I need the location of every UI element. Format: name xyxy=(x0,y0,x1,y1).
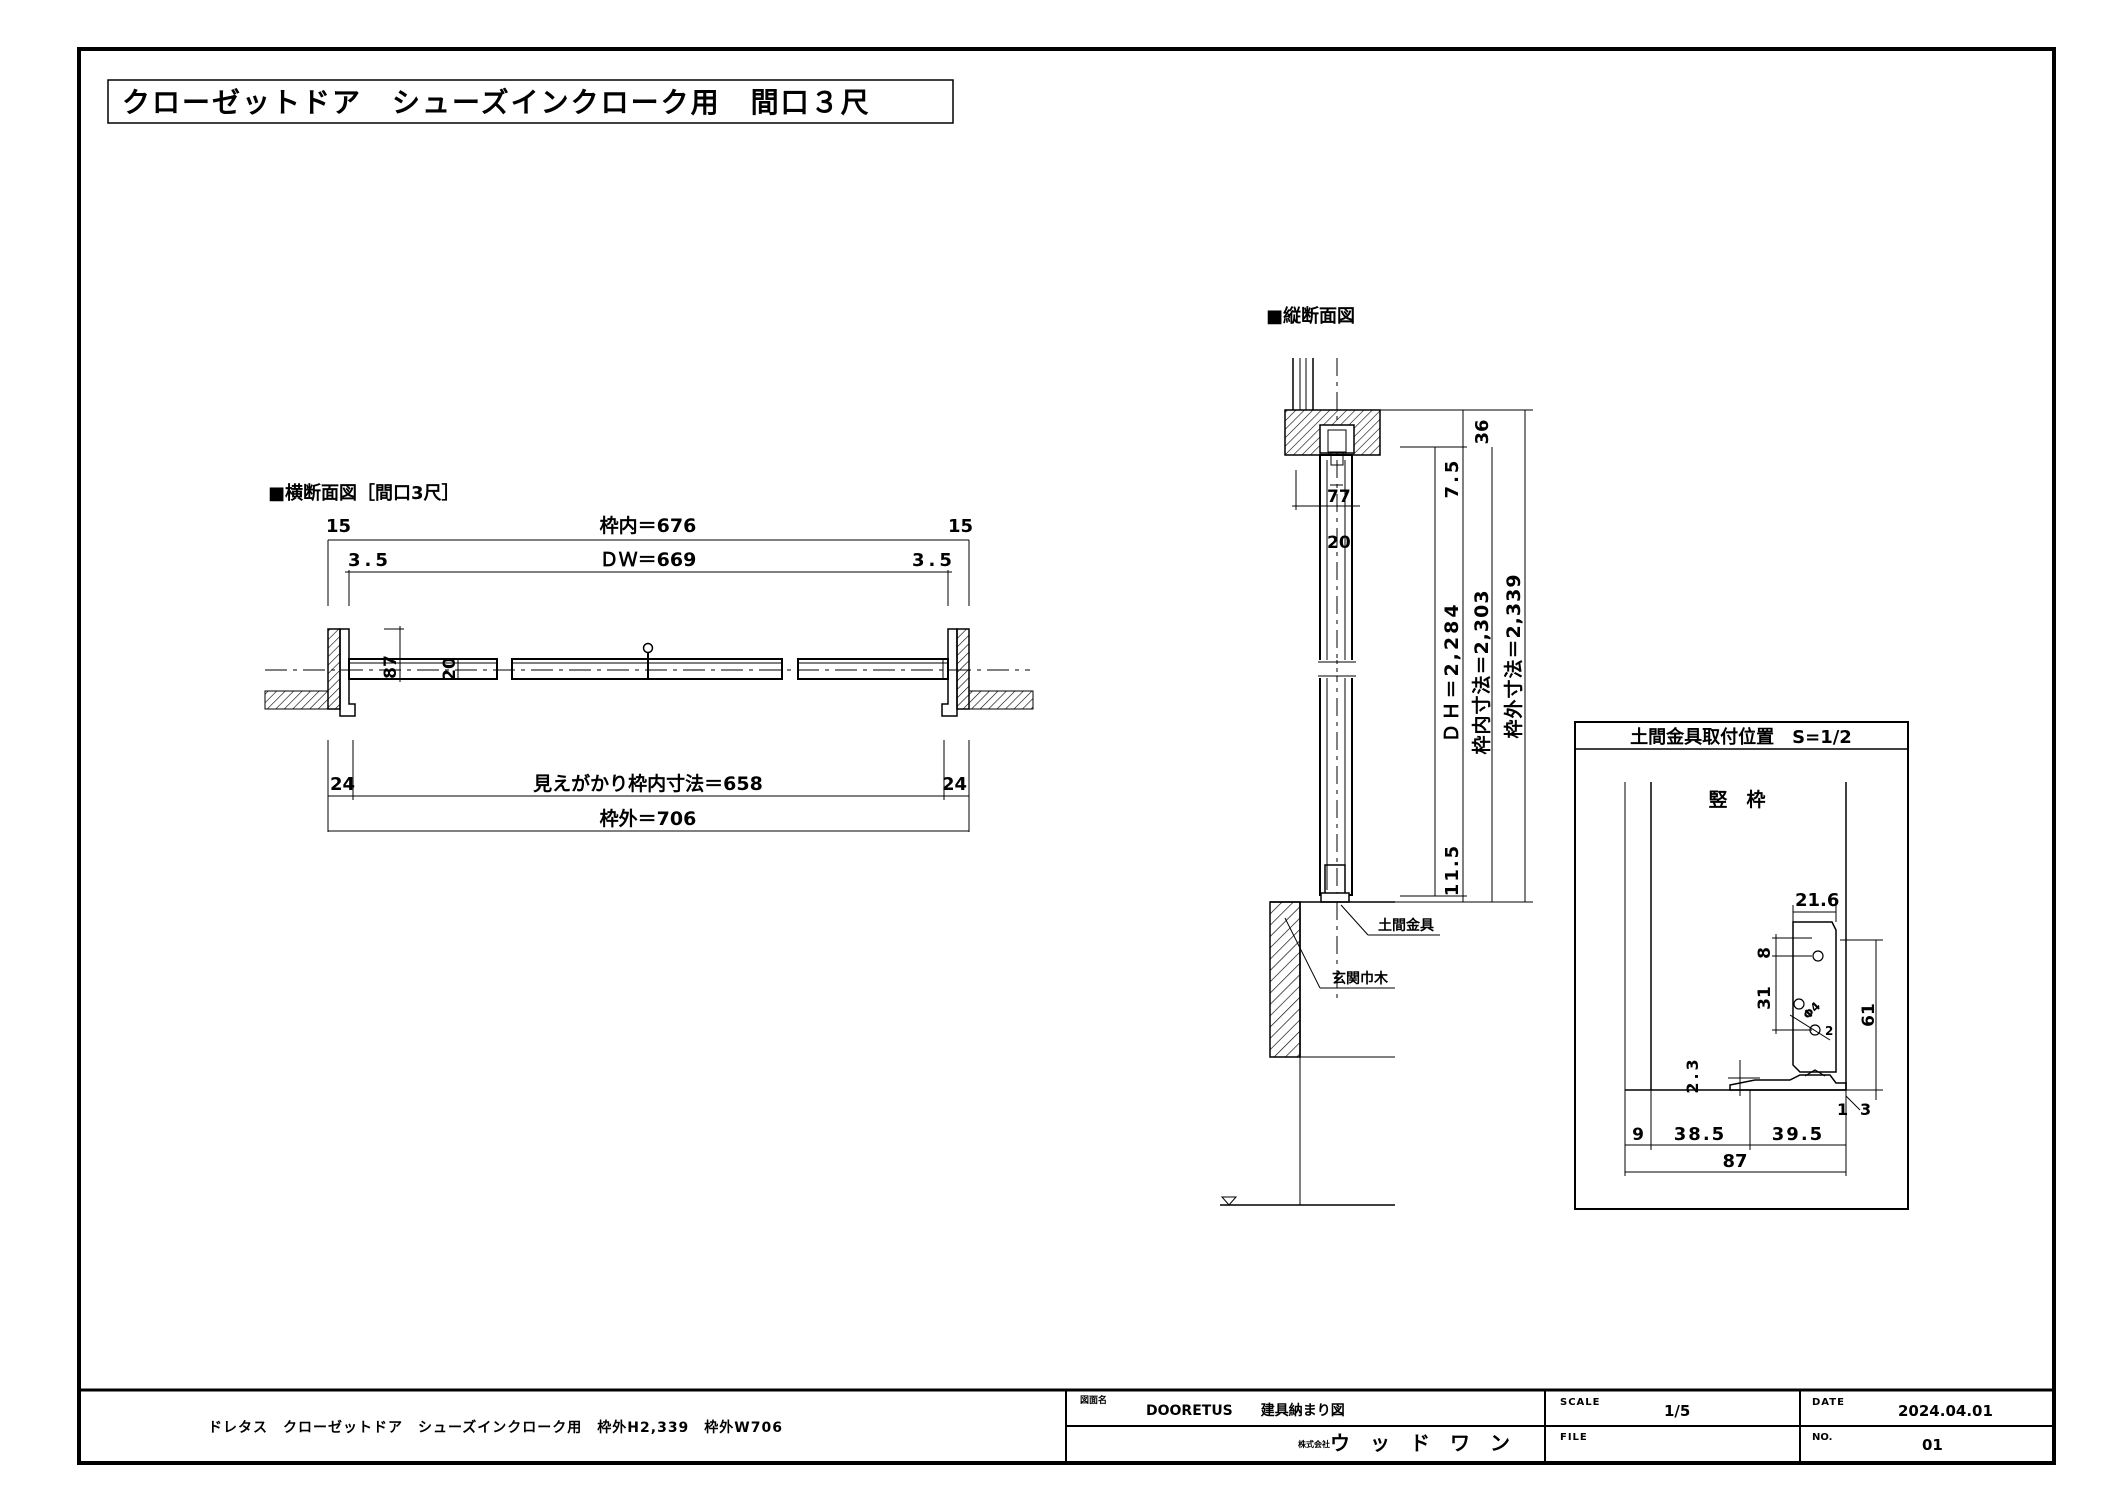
footer-title-block: ドレタス クローゼットドア シューズインクローク用 枠外H2,339 枠外W70… xyxy=(79,1388,2054,1463)
horizontal-section: ■横断面図［間口3尺］ 15 15 枠内＝676 3.5 3.5 ＤＷ＝669 … xyxy=(264,482,1034,832)
detail-dim-2: 2 xyxy=(1825,1024,1833,1038)
file-label: FILE xyxy=(1560,1432,1588,1443)
scale-value: 1/5 xyxy=(1664,1402,1690,1420)
dim-inner: 枠内寸法＝2,303 xyxy=(1470,589,1493,754)
dim-left-15: 15 xyxy=(326,516,351,537)
detail-jamb-label: 竪 枠 xyxy=(1708,788,1765,811)
dim-20: 20 xyxy=(440,657,460,681)
no-value: 01 xyxy=(1922,1436,1943,1454)
dim-dh: ＤＨ＝2,284 xyxy=(1441,601,1463,742)
dim-visible-inner: 見えがかり枠内寸法＝658 xyxy=(533,772,763,795)
detail-dim-87: 87 xyxy=(1722,1151,1747,1172)
detail-dim-38-5: 38.5 xyxy=(1674,1124,1726,1145)
page-title: クローゼットドア シューズインクローク用 間口３尺 xyxy=(122,86,871,119)
drawing-name-label: 図面名 xyxy=(1080,1394,1107,1406)
dim-77: 77 xyxy=(1327,487,1351,507)
dim-right-24: 24 xyxy=(942,774,967,795)
dim-frame-outer: 枠外＝706 xyxy=(600,807,697,830)
scale-label: SCALE xyxy=(1560,1397,1600,1408)
dim-outer: 枠外寸法＝2,339 xyxy=(1502,573,1525,738)
no-label: NO. xyxy=(1812,1432,1832,1443)
title-box xyxy=(107,79,954,124)
detail-dim-1: 1 xyxy=(1837,1100,1848,1119)
dim-87: 87 xyxy=(381,655,401,679)
horizontal-section-label: ■横断面図［間口3尺］ xyxy=(268,482,460,504)
dim-frame-inner: 枠内＝676 xyxy=(600,514,697,537)
detail-dim-21-6: 21.6 xyxy=(1795,890,1839,911)
sheet-border xyxy=(77,47,2056,1465)
detail-dim-61: 61 xyxy=(1859,1003,1879,1027)
detail-dim-3: 3 xyxy=(1860,1100,1871,1119)
footer-description: ドレタス クローゼットドア シューズインクローク用 枠外H2,339 枠外W70… xyxy=(208,1419,783,1436)
callout-skirting: 玄関巾木 xyxy=(1332,970,1389,987)
dim-right-3-5: 3.5 xyxy=(912,550,956,571)
detail-title: 土間金具取付位置 S=1/2 xyxy=(1630,726,1852,748)
detail-dim-2-3: 2.3 xyxy=(1683,1056,1702,1093)
dim-7-5: 7.5 xyxy=(1442,458,1463,499)
callout-hardware: 土間金具 xyxy=(1378,917,1434,934)
dim-left-24: 24 xyxy=(330,774,355,795)
dim-11-5: 11.5 xyxy=(1442,844,1463,896)
date-value: 2024.04.01 xyxy=(1898,1402,1993,1420)
vertical-section-label: ■縦断面図 xyxy=(1266,305,1355,327)
detail-dim-31: 31 xyxy=(1755,986,1775,1010)
company-name: ウ ッ ド ワ ン xyxy=(1330,1431,1510,1455)
detail-dim-9: 9 xyxy=(1632,1125,1644,1145)
hardware-detail: 土間金具取付位置 S=1/2 竪 枠 21.6 8 31 61 Φ4 2 xyxy=(1574,721,1909,1210)
dim-right-15: 15 xyxy=(948,516,973,537)
detail-dim-39-5: 39.5 xyxy=(1772,1124,1824,1145)
drawing-name-value: DOORETUS 建具納まり図 xyxy=(1146,1402,1345,1419)
dim-left-3-5: 3.5 xyxy=(348,550,392,571)
dim-20v: 20 xyxy=(1327,533,1351,553)
dim-dw: ＤＷ＝669 xyxy=(600,549,697,571)
dim-36: 36 xyxy=(1472,419,1493,444)
company-prefix: 株式会社 xyxy=(1298,1439,1330,1449)
vertical-section: ■縦断面図 xyxy=(1220,305,1533,1206)
date-label: DATE xyxy=(1812,1397,1845,1408)
detail-dim-8: 8 xyxy=(1755,947,1775,959)
